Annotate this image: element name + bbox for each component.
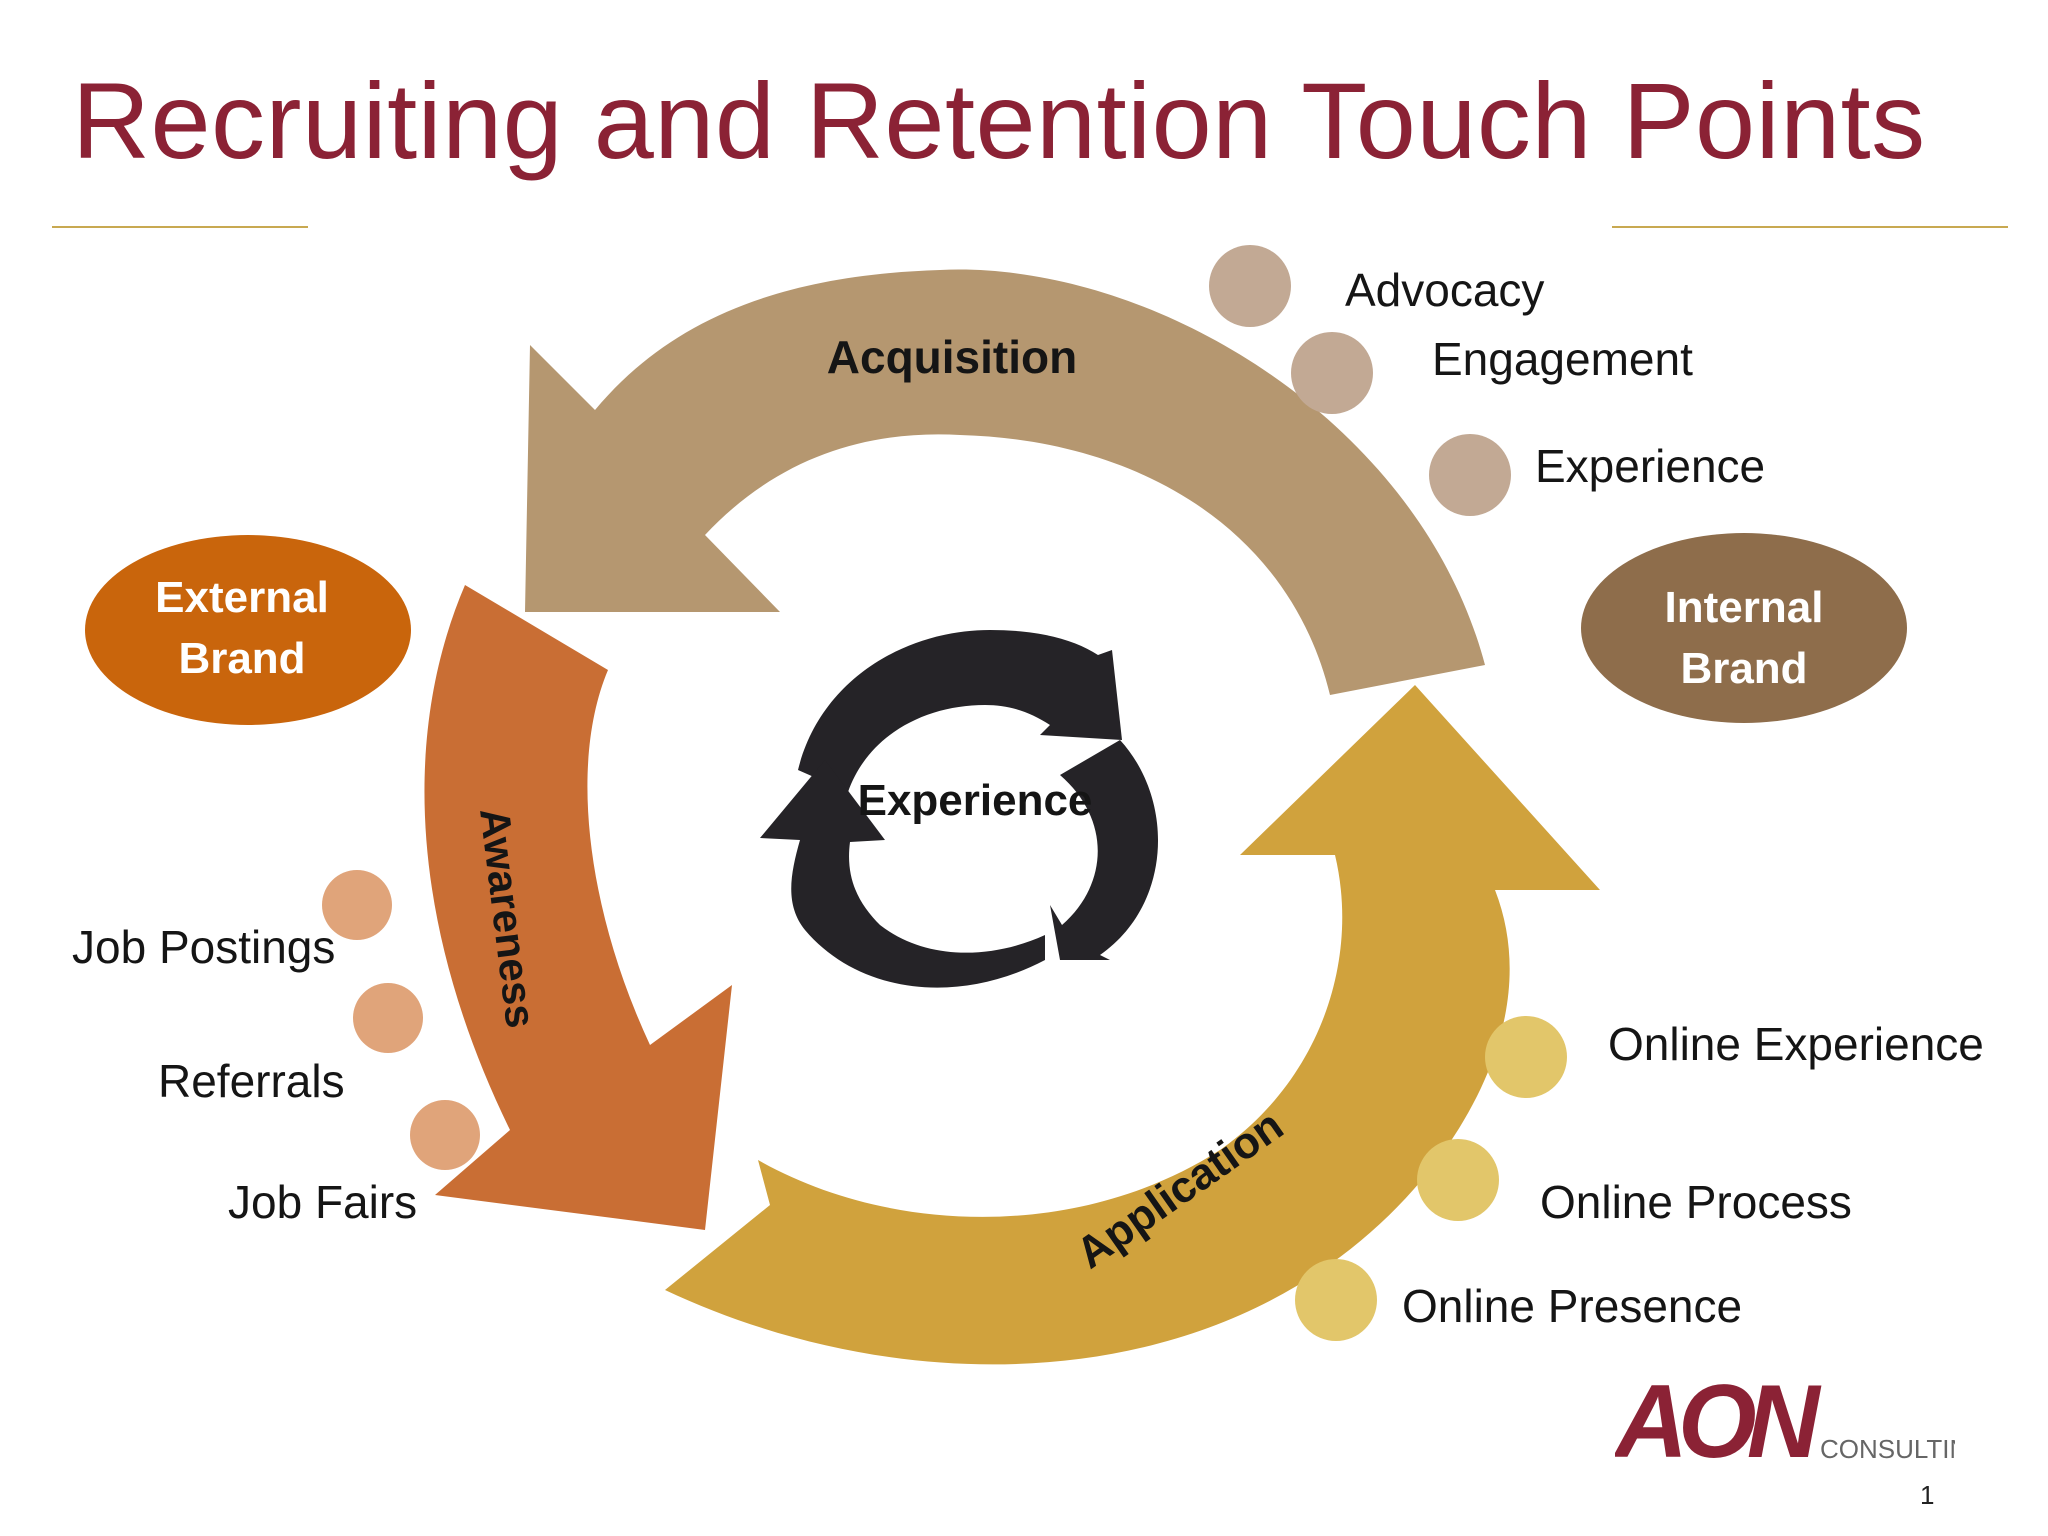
acquisition-label: Acquisition (827, 331, 1077, 383)
cycle-arrow-right (1050, 740, 1159, 960)
internal-brand-line1: Internal (1665, 583, 1824, 632)
application-arrow (665, 685, 1600, 1365)
internal-brand-badge: Internal Brand (1581, 533, 1907, 723)
external-brand-line1: External (155, 573, 329, 622)
external-brand-badge: External Brand (85, 535, 411, 725)
aon-consulting-logo: AON CONSULTING (1612, 1364, 1988, 1480)
touchpoint-online-process: Online Process (1540, 1176, 1852, 1228)
external-brand-line2: Brand (178, 634, 305, 683)
touchpoint-referrals: Referrals (158, 1055, 345, 1107)
touchpoint-experience: Experience (1535, 440, 1765, 492)
touchpoint-dot (1417, 1139, 1499, 1221)
internal-touchpoints: Advocacy Engagement Experience (1209, 245, 1765, 516)
external-brand-oval (85, 535, 411, 725)
touchpoint-online-experience: Online Experience (1608, 1018, 1984, 1070)
touchpoint-dot (1209, 245, 1291, 327)
touchpoint-online-presence: Online Presence (1402, 1280, 1742, 1332)
touchpoint-dot (1485, 1016, 1567, 1098)
touchpoint-dot (1291, 332, 1373, 414)
cycle-arrow-left (760, 760, 1045, 988)
external-touchpoints: Job Postings Referrals Job Fairs (72, 870, 480, 1228)
center-cycle-arrows (760, 630, 1159, 988)
page-number: 1 (1920, 1480, 1935, 1510)
touchpoint-dot (322, 870, 392, 940)
touchpoint-job-postings: Job Postings (72, 921, 335, 973)
aon-logo-wordmark: AON (1615, 1365, 1822, 1475)
center-experience-label: Experience (858, 776, 1093, 825)
awareness-arrow (424, 585, 732, 1230)
aon-logo-mark: AON CONSULTING (1612, 1364, 1988, 1480)
touchpoint-job-fairs: Job Fairs (228, 1176, 417, 1228)
touchpoint-dot (353, 983, 423, 1053)
touchpoint-dot (1295, 1259, 1377, 1341)
touchpoint-dot (1429, 434, 1511, 516)
internal-brand-oval (1581, 533, 1907, 723)
cycle-arrow-top (798, 630, 1122, 792)
right-gold-rule (1612, 226, 2008, 228)
touchpoint-engagement: Engagement (1432, 333, 1693, 385)
touchpoint-advocacy: Advocacy (1345, 264, 1544, 316)
online-touchpoints: Online Experience Online Process Online … (1295, 1016, 1984, 1341)
acquisition-arrow (525, 269, 1485, 695)
slide-title: Recruiting and Retention Touch Points (72, 60, 1926, 181)
touchpoint-dot (410, 1100, 480, 1170)
aon-logo-consulting: CONSULTING (1820, 1434, 1955, 1464)
left-gold-rule (52, 226, 308, 228)
internal-brand-line2: Brand (1680, 644, 1807, 693)
